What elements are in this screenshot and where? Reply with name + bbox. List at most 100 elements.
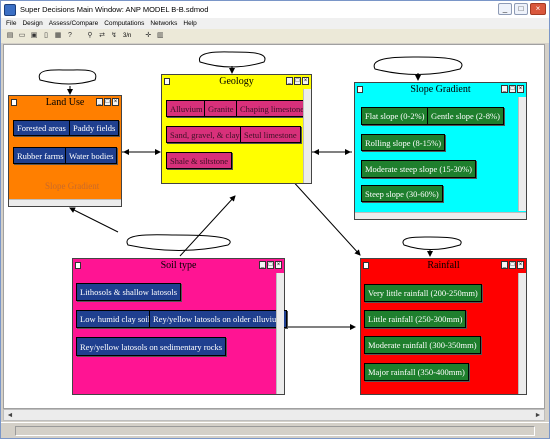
cluster-close-icon[interactable]: ×	[517, 261, 524, 269]
cluster-v-scrollbar[interactable]	[303, 89, 311, 183]
cluster-title: Slope Gradient	[410, 84, 471, 95]
cluster-close-icon[interactable]: ×	[302, 77, 309, 85]
lock-icon[interactable]: ▯	[44, 32, 48, 39]
node-latosols-older-alluvium[interactable]: Rey/yellow latosols on older alluvium	[149, 310, 287, 328]
node-very-little-rainfall[interactable]: Very little rainfall (200-250mm)	[364, 284, 482, 302]
node-rolling-slope[interactable]: Rolling slope (8-15%)	[361, 134, 446, 151]
node-steep-slope[interactable]: Steep slope (30-60%)	[361, 185, 443, 202]
node-latosols-sedimentary-rocks[interactable]: Rey/yellow latosols on sedimentary rocks	[76, 337, 227, 356]
node-forested-areas[interactable]: Forested areas	[13, 120, 70, 136]
cluster-close-icon[interactable]: ×	[275, 261, 282, 269]
title-bar[interactable]: Super Decisions Main Window: ANP MODEL B…	[1, 1, 549, 18]
cluster-title: Geology	[219, 76, 254, 87]
cluster-close-icon[interactable]: ×	[517, 85, 524, 93]
toolbar: ▤ ▭ ▣ ▯ ▦ ? ⚲ ⇄ ↯ 3/n ✛ ▥	[1, 29, 549, 43]
cluster-controls: _ □ ×	[286, 77, 309, 85]
node-lithosols-shallow-latosols[interactable]: Lithosols & shallow latosols	[76, 283, 182, 301]
grid-icon[interactable]: ▥	[157, 32, 164, 39]
cluster-title: Land Use	[45, 97, 85, 108]
cluster-minimize-icon[interactable]: _	[259, 261, 266, 269]
node-setul-limestone[interactable]: Setul limestone	[240, 126, 301, 143]
maximize-button[interactable]: □	[514, 3, 528, 15]
cluster-soil-type[interactable]: Soil type _ □ × Lithosols & shallow lato…	[72, 258, 287, 395]
menu-bar: File Design Assess/Compare Computations …	[1, 18, 549, 29]
menu-computations[interactable]: Computations	[104, 20, 145, 27]
ghost-label: Slope Gradient	[45, 181, 100, 191]
node-little-rainfall[interactable]: Little rainfall (250-300mm)	[364, 310, 467, 328]
cluster-header[interactable]: Rainfall _ □ ×	[361, 259, 526, 273]
cluster-h-scrollbar[interactable]	[9, 199, 121, 206]
menu-networks[interactable]: Networks	[150, 20, 178, 27]
cluster-minimize-icon[interactable]: _	[96, 98, 103, 106]
link-icon[interactable]: ↯	[111, 32, 117, 39]
cluster-maximize-icon[interactable]: □	[104, 98, 111, 106]
cluster-minimize-icon[interactable]: _	[286, 77, 293, 85]
cluster-menu-icon[interactable]	[75, 262, 81, 269]
cluster-v-scrollbar[interactable]	[518, 273, 526, 394]
scroll-right-icon[interactable]: ►	[534, 412, 542, 419]
cluster-maximize-icon[interactable]: □	[294, 77, 301, 85]
cluster-menu-icon[interactable]	[363, 262, 369, 269]
help-icon[interactable]: ?	[68, 32, 72, 39]
cluster-h-scrollbar[interactable]	[355, 212, 526, 219]
scroll-left-icon[interactable]: ◄	[6, 412, 14, 419]
node-granite[interactable]: Granite	[204, 100, 238, 117]
node-alluvium[interactable]: Alluvium	[166, 100, 207, 117]
status-bar	[1, 422, 549, 438]
app-icon	[4, 3, 16, 16]
cluster-menu-icon[interactable]	[11, 99, 17, 106]
open-folder-icon[interactable]: ▭	[18, 32, 26, 39]
pairwise-label[interactable]: 3/n	[123, 33, 132, 39]
node-paddy-fields[interactable]: Paddy fields	[69, 120, 120, 136]
cluster-header[interactable]: Slope Gradient _ □ ×	[355, 83, 526, 97]
node-low-humid-clay-soil[interactable]: Low humid clay soil	[76, 310, 155, 328]
network-icon[interactable]: ⚲	[87, 32, 93, 39]
new-file-icon[interactable]: ▤	[6, 32, 14, 39]
menu-file[interactable]: File	[6, 20, 17, 27]
cluster-controls: _ □ ×	[501, 85, 524, 93]
menu-help[interactable]: Help	[183, 20, 197, 27]
cluster-rainfall[interactable]: Rainfall _ □ × Very little rainfall (200…	[360, 258, 527, 395]
node-chaping-limestone[interactable]: Chaping limestone	[236, 100, 308, 117]
cluster-controls: _ □ ×	[501, 261, 524, 269]
cluster-minimize-icon[interactable]: _	[501, 261, 508, 269]
print-icon[interactable]: ▦	[54, 32, 62, 39]
cluster-controls: _ □ ×	[96, 98, 119, 106]
cluster-header[interactable]: Land Use _ □ ×	[9, 96, 121, 110]
main-horizontal-scrollbar[interactable]: ◄ ►	[3, 409, 545, 421]
connect-icon[interactable]: ⇄	[99, 32, 105, 39]
node-moderate-rainfall[interactable]: Moderate rainfall (300-350mm)	[364, 336, 481, 354]
save-icon[interactable]: ▣	[30, 32, 38, 39]
node-rubber-farms[interactable]: Rubber farms	[13, 147, 68, 164]
menu-design[interactable]: Design	[22, 20, 43, 27]
cluster-header[interactable]: Geology _ □ ×	[162, 75, 311, 89]
cluster-maximize-icon[interactable]: □	[267, 261, 274, 269]
close-button[interactable]: ×	[530, 3, 546, 15]
cluster-maximize-icon[interactable]: □	[509, 261, 516, 269]
cluster-geology[interactable]: Geology _ □ × Alluvium Granite Chaping l…	[161, 74, 312, 184]
node-sand-gravel-clay[interactable]: Sand, gravel, & clay	[166, 126, 244, 143]
node-major-rainfall[interactable]: Major rainfall (350-400mm)	[364, 363, 469, 381]
window-title: Super Decisions Main Window: ANP MODEL B…	[20, 5, 209, 14]
cluster-minimize-icon[interactable]: _	[501, 85, 508, 93]
cluster-header[interactable]: Soil type _ □ ×	[73, 259, 284, 273]
menu-assess-compare[interactable]: Assess/Compare	[48, 20, 99, 27]
minimize-button[interactable]: _	[498, 3, 512, 15]
cluster-slope-gradient[interactable]: Slope Gradient _ □ × Flat slope (0-2%) G…	[354, 82, 527, 220]
cluster-v-scrollbar[interactable]	[518, 97, 526, 211]
cluster-title: Rainfall	[427, 260, 460, 271]
node-water-bodies[interactable]: Water bodies	[65, 147, 118, 164]
cluster-controls: _ □ ×	[259, 261, 282, 269]
node-gentle-slope[interactable]: Gentle slope (2-8%)	[427, 107, 504, 125]
cluster-maximize-icon[interactable]: □	[509, 85, 516, 93]
node-moderate-steep-slope[interactable]: Moderate steep slope (15-30%)	[361, 160, 476, 178]
node-shale-siltstone[interactable]: Shale & siltstone	[166, 152, 233, 169]
cluster-close-icon[interactable]: ×	[112, 98, 119, 106]
window-controls: _ □ ×	[498, 3, 546, 15]
cluster-v-scrollbar[interactable]	[276, 273, 284, 394]
cluster-menu-icon[interactable]	[357, 86, 363, 93]
cluster-menu-icon[interactable]	[164, 78, 170, 85]
pointer-icon[interactable]: ✛	[145, 32, 152, 39]
node-flat-slope[interactable]: Flat slope (0-2%)	[361, 107, 429, 125]
cluster-land-use[interactable]: Land Use _ □ × Forested areas Paddy fiel…	[8, 95, 122, 207]
